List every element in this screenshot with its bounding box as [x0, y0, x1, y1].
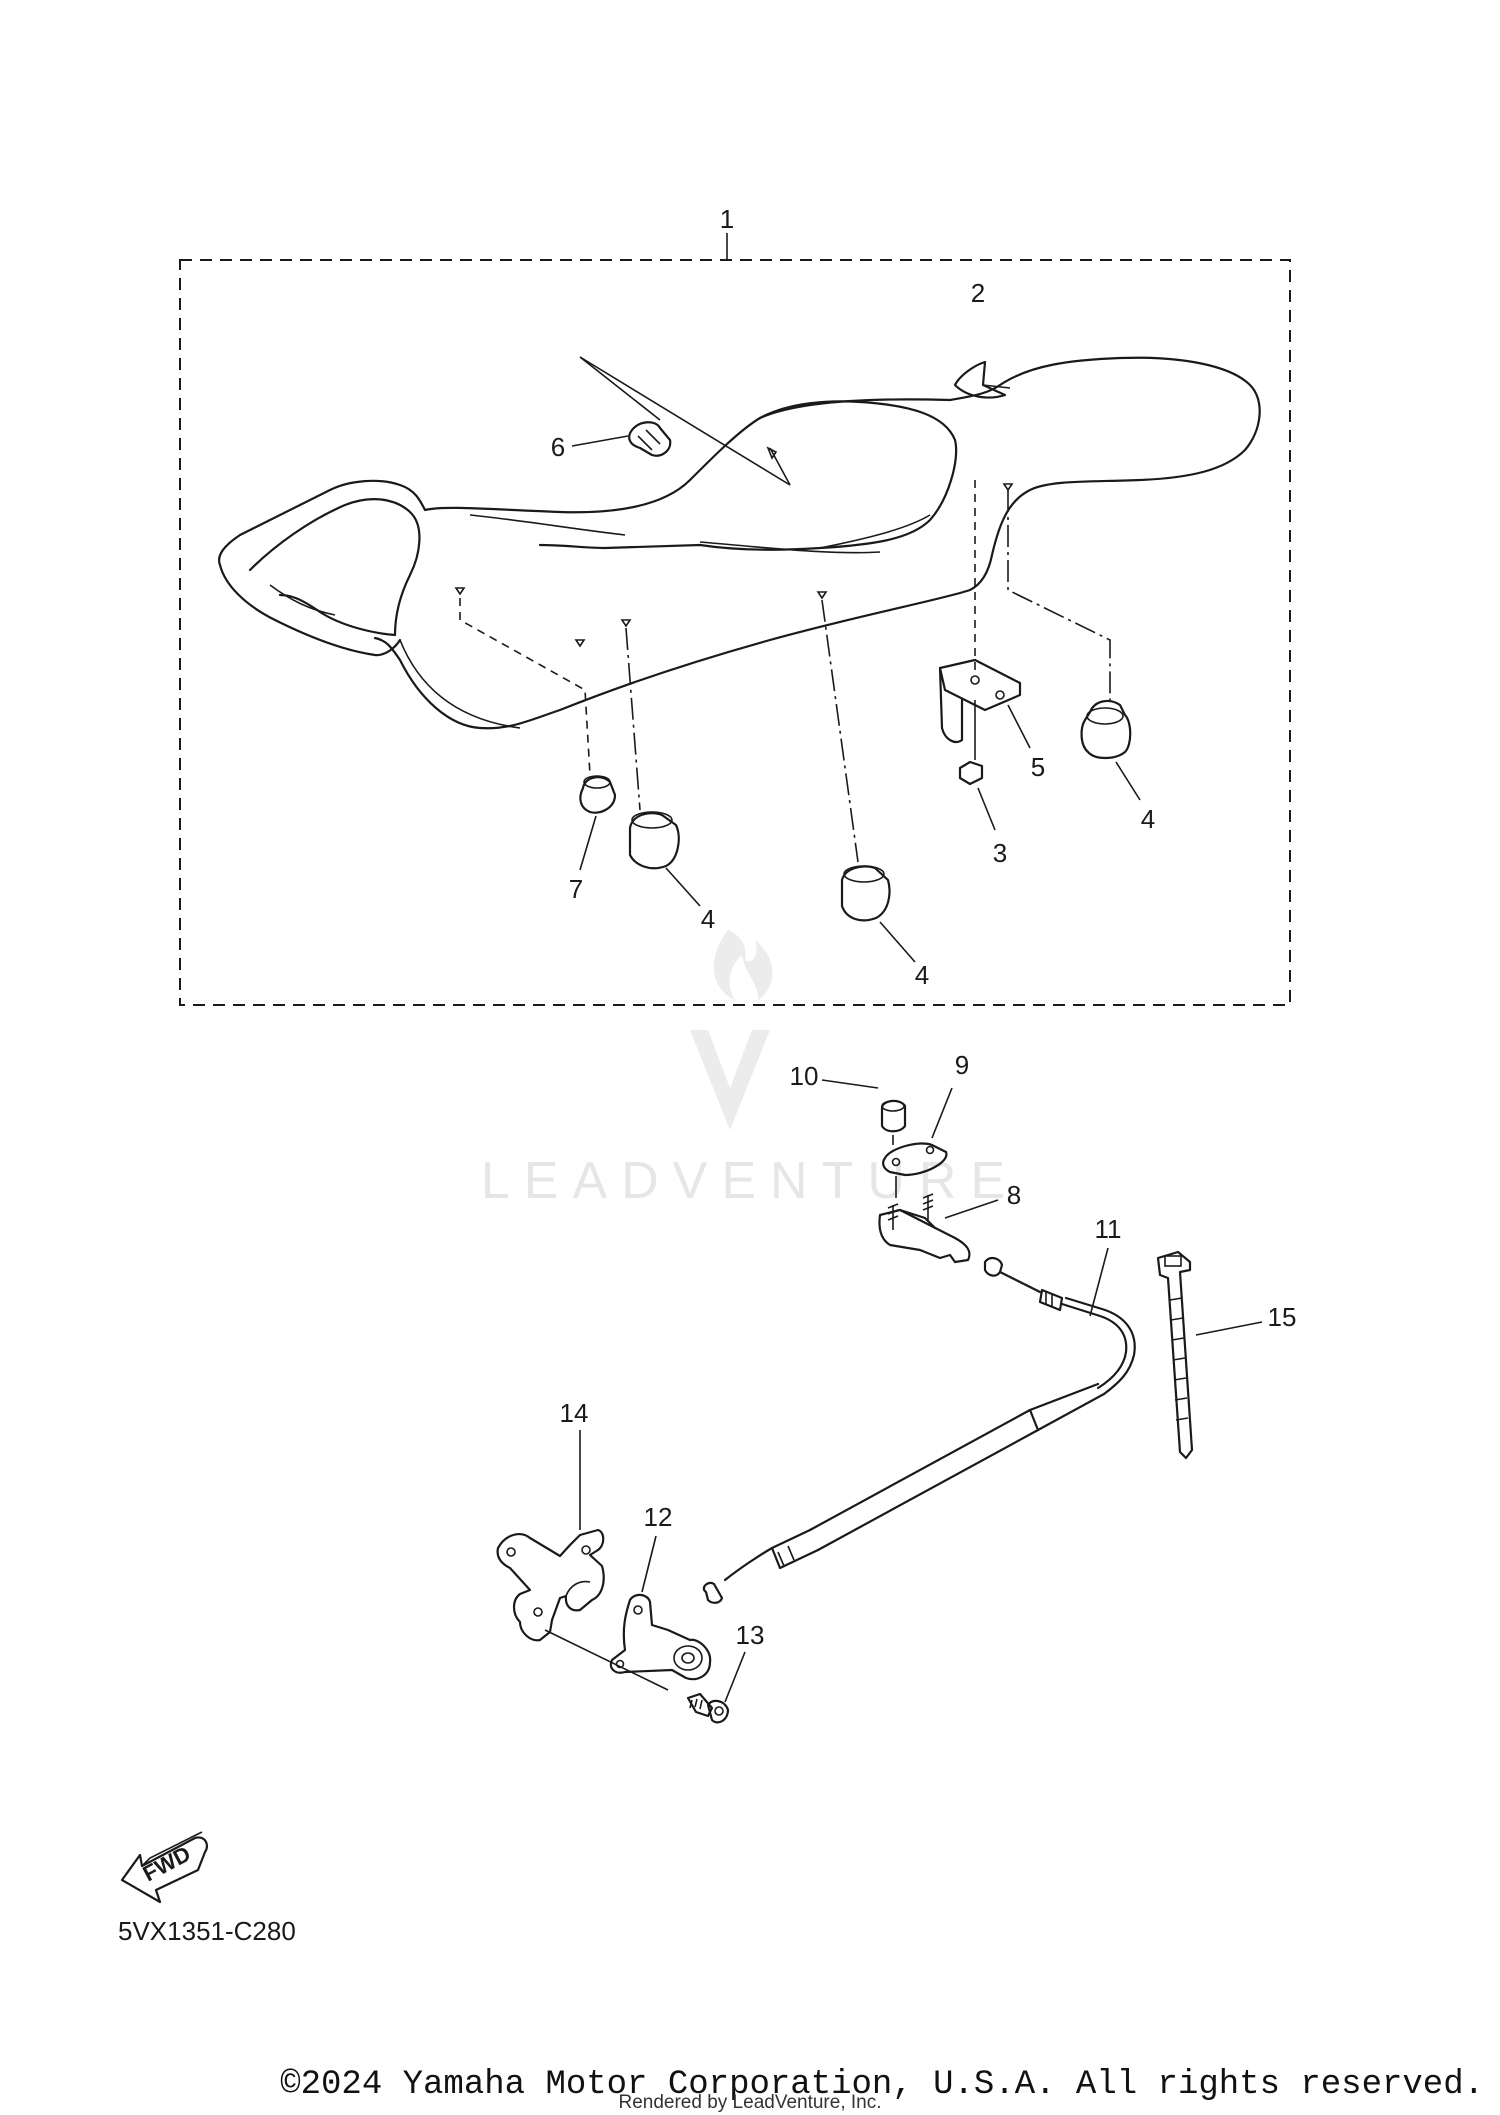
- callout-4-left: 4: [701, 904, 715, 934]
- callout-2: 2: [971, 278, 985, 308]
- callout-9: 9: [955, 1050, 969, 1080]
- part-8-lock: [878, 1193, 999, 1264]
- part-9-plate: [882, 1087, 953, 1198]
- part-15-cable-tie: [1156, 1250, 1263, 1460]
- callout-15: 15: [1268, 1302, 1297, 1332]
- callout-3: 3: [993, 838, 1007, 868]
- callout-8: 8: [1007, 1180, 1021, 1210]
- callout-12: 12: [644, 1502, 673, 1532]
- callout-4-right: 4: [1141, 804, 1155, 834]
- callout-14: 14: [560, 1398, 589, 1428]
- part-4-damper-left: [625, 627, 701, 907]
- callout-4-center: 4: [915, 960, 929, 990]
- leadventure-watermark: LEADVENTURE: [481, 930, 1019, 1210]
- callout-6: 6: [551, 432, 565, 462]
- part-6-clip: [571, 421, 672, 457]
- part-14-bracket: [496, 1430, 605, 1642]
- callout-labels: 1 2 6 5 4 3 7 4 4 10 9 8 11 15 14 12 13: [551, 204, 1297, 1650]
- part-10-collar: [821, 1079, 907, 1145]
- fwd-label: FWD: [139, 1841, 195, 1887]
- part-11-cable: [702, 1247, 1136, 1604]
- callout-1: 1: [720, 204, 734, 234]
- callout-7: 7: [569, 874, 583, 904]
- callout-11: 11: [1095, 1214, 1122, 1244]
- diagram-code: 5VX1351-C280: [118, 1916, 296, 1946]
- watermark-text: LEADVENTURE: [481, 1152, 1019, 1210]
- callout-5: 5: [1031, 752, 1045, 782]
- part-4-damper-right: [1007, 490, 1141, 801]
- part-12-holder: [544, 1535, 712, 1691]
- callout-13: 13: [736, 1620, 765, 1650]
- copyright-notice: ©2024 Yamaha Motor Corporation, U.S.A. A…: [280, 2066, 1484, 2104]
- rendered-by-credit: Rendered by LeadVenture, Inc.: [618, 2092, 882, 2113]
- kit-boundary-box: [179, 259, 1291, 1006]
- seat-assembly: [217, 356, 1261, 730]
- part-7-damper-small: [459, 598, 617, 871]
- part-3-nut: [958, 700, 996, 831]
- part-13-screw: [686, 1651, 746, 1724]
- callout-10: 10: [790, 1061, 819, 1091]
- fwd-arrow-icon: FWD: [120, 1831, 209, 1904]
- part-5-bracket: [938, 480, 1031, 749]
- part-4-damper-center: [821, 599, 916, 963]
